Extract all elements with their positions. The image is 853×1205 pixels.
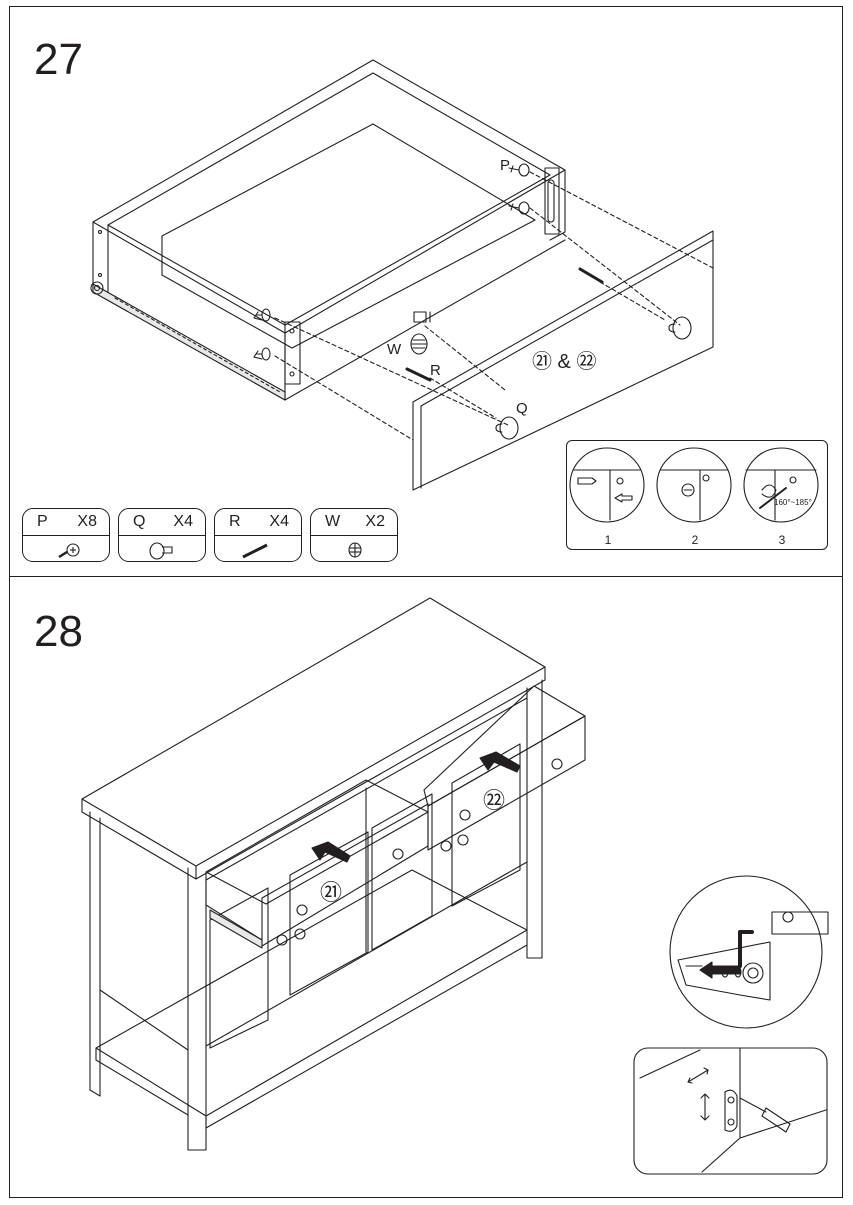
page-frame: [9, 6, 843, 1198]
panel-part-label: ㉑ & ㉒: [532, 351, 597, 373]
hardware-divider: [311, 535, 397, 536]
drawer-front-panel: [412, 230, 714, 491]
inset-step-3: 160°~185°: [743, 447, 819, 523]
step-divider: [9, 576, 843, 577]
step-28-number: 28: [34, 607, 83, 656]
hardware-p-box: P X8: [22, 508, 110, 562]
drawer-21-label: ㉑: [320, 880, 343, 905]
push-arrow-21: [311, 841, 351, 863]
inset-angle-label: 160°~185°: [774, 498, 812, 507]
hardware-q-label: Q: [133, 513, 146, 530]
screw-p-right: [508, 163, 530, 215]
hardware-p-label: P: [37, 513, 48, 530]
drawer-box: [90, 59, 566, 401]
callout-r: R: [430, 362, 441, 379]
drawer-22: [423, 685, 586, 851]
callout-w: W: [387, 341, 402, 358]
bolt-icon: [242, 543, 268, 559]
detail-slide-lever: [669, 875, 829, 1029]
hardware-w-box: W X2: [310, 508, 398, 562]
hardware-divider: [119, 535, 205, 536]
inset-step-2: [656, 447, 732, 523]
hardware-r-box: R X4: [214, 508, 302, 562]
hardware-divider: [215, 535, 301, 536]
inset-label-3: 3: [778, 533, 786, 547]
bolt-r: [405, 267, 604, 382]
inset-label-2: 2: [691, 533, 699, 547]
drawer-22-label: ㉒: [483, 788, 506, 813]
hardware-r-qty: X4: [269, 513, 289, 530]
knob-icon: [149, 542, 173, 560]
hardware-w-qty: X2: [365, 513, 385, 530]
guide-lines: [274, 171, 714, 441]
cam-lock-w: [410, 311, 431, 355]
detail-adjust-screw: [633, 1047, 828, 1175]
inset-step-1: [569, 447, 645, 523]
screw-p-left: [253, 308, 271, 361]
hardware-w-label: W: [325, 513, 341, 530]
hardware-q-box: Q X4: [118, 508, 206, 562]
cam-lock-inset: 1 2 3: [566, 440, 828, 550]
hardware-divider: [23, 535, 109, 536]
screw-icon: [58, 543, 80, 559]
drawer-21: [205, 779, 429, 949]
push-arrow-22: [479, 751, 521, 773]
hardware-q-qty: X4: [173, 513, 193, 530]
hardware-p-qty: X8: [77, 513, 97, 530]
callout-q: Q: [516, 400, 528, 417]
callout-p: P: [500, 157, 511, 174]
inset-label-1: 1: [604, 533, 612, 547]
step-27-number: 27: [34, 35, 83, 84]
hardware-r-label: R: [229, 513, 241, 530]
cam-lock-icon: [348, 542, 362, 558]
console-table: [81, 597, 546, 1151]
